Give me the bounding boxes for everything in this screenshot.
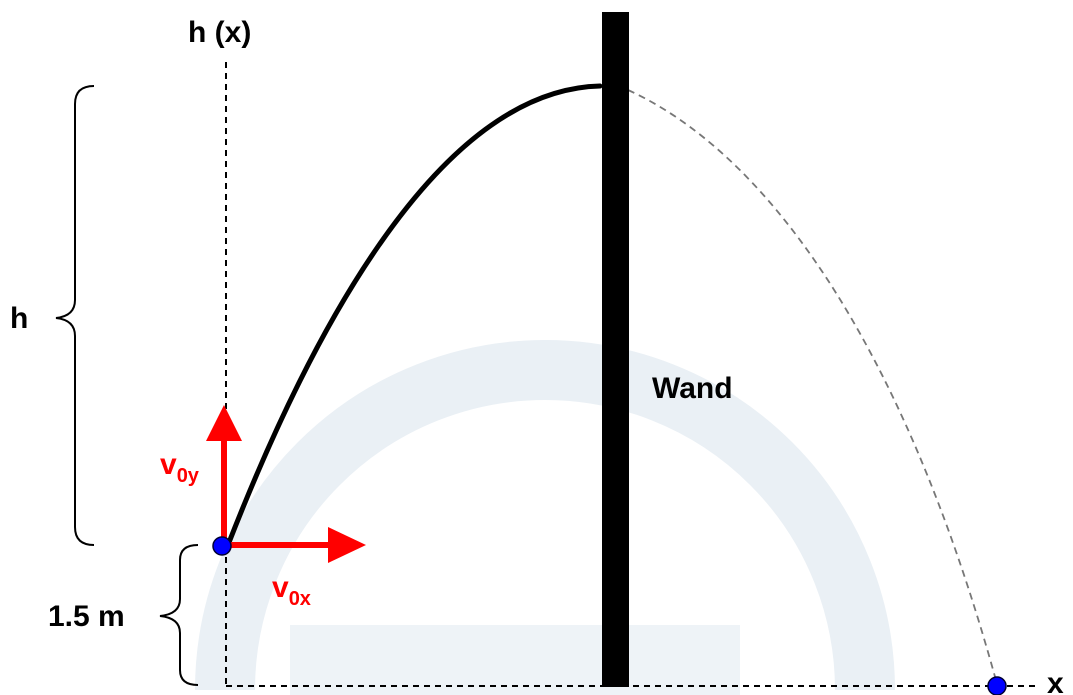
v0x-label-sub: 0x	[289, 588, 311, 610]
trajectory-continuation-dashed	[627, 89, 998, 685]
v0x-label: v0x	[272, 571, 311, 610]
v0y-vector	[206, 405, 242, 545]
v0x-vector	[222, 527, 366, 563]
v0x-label-main: v	[272, 571, 289, 604]
height-brace	[55, 85, 95, 546]
launch-point	[212, 536, 232, 556]
trajectory-solid	[225, 83, 603, 548]
wall-label: Wand	[652, 372, 733, 405]
v0y-label-sub: 0y	[177, 465, 200, 487]
wall	[602, 12, 629, 687]
v0y-label-main: v	[160, 448, 177, 481]
height-label: h	[10, 302, 28, 335]
base-height-label: 1.5 m	[48, 600, 125, 633]
v0y-label: v0y	[160, 448, 200, 487]
landing-point	[987, 676, 1007, 695]
x-axis-label: x	[1047, 667, 1064, 695]
watermark-emblem	[195, 340, 895, 695]
y-axis-label: h (x)	[188, 16, 251, 49]
base-height-brace	[159, 544, 199, 686]
